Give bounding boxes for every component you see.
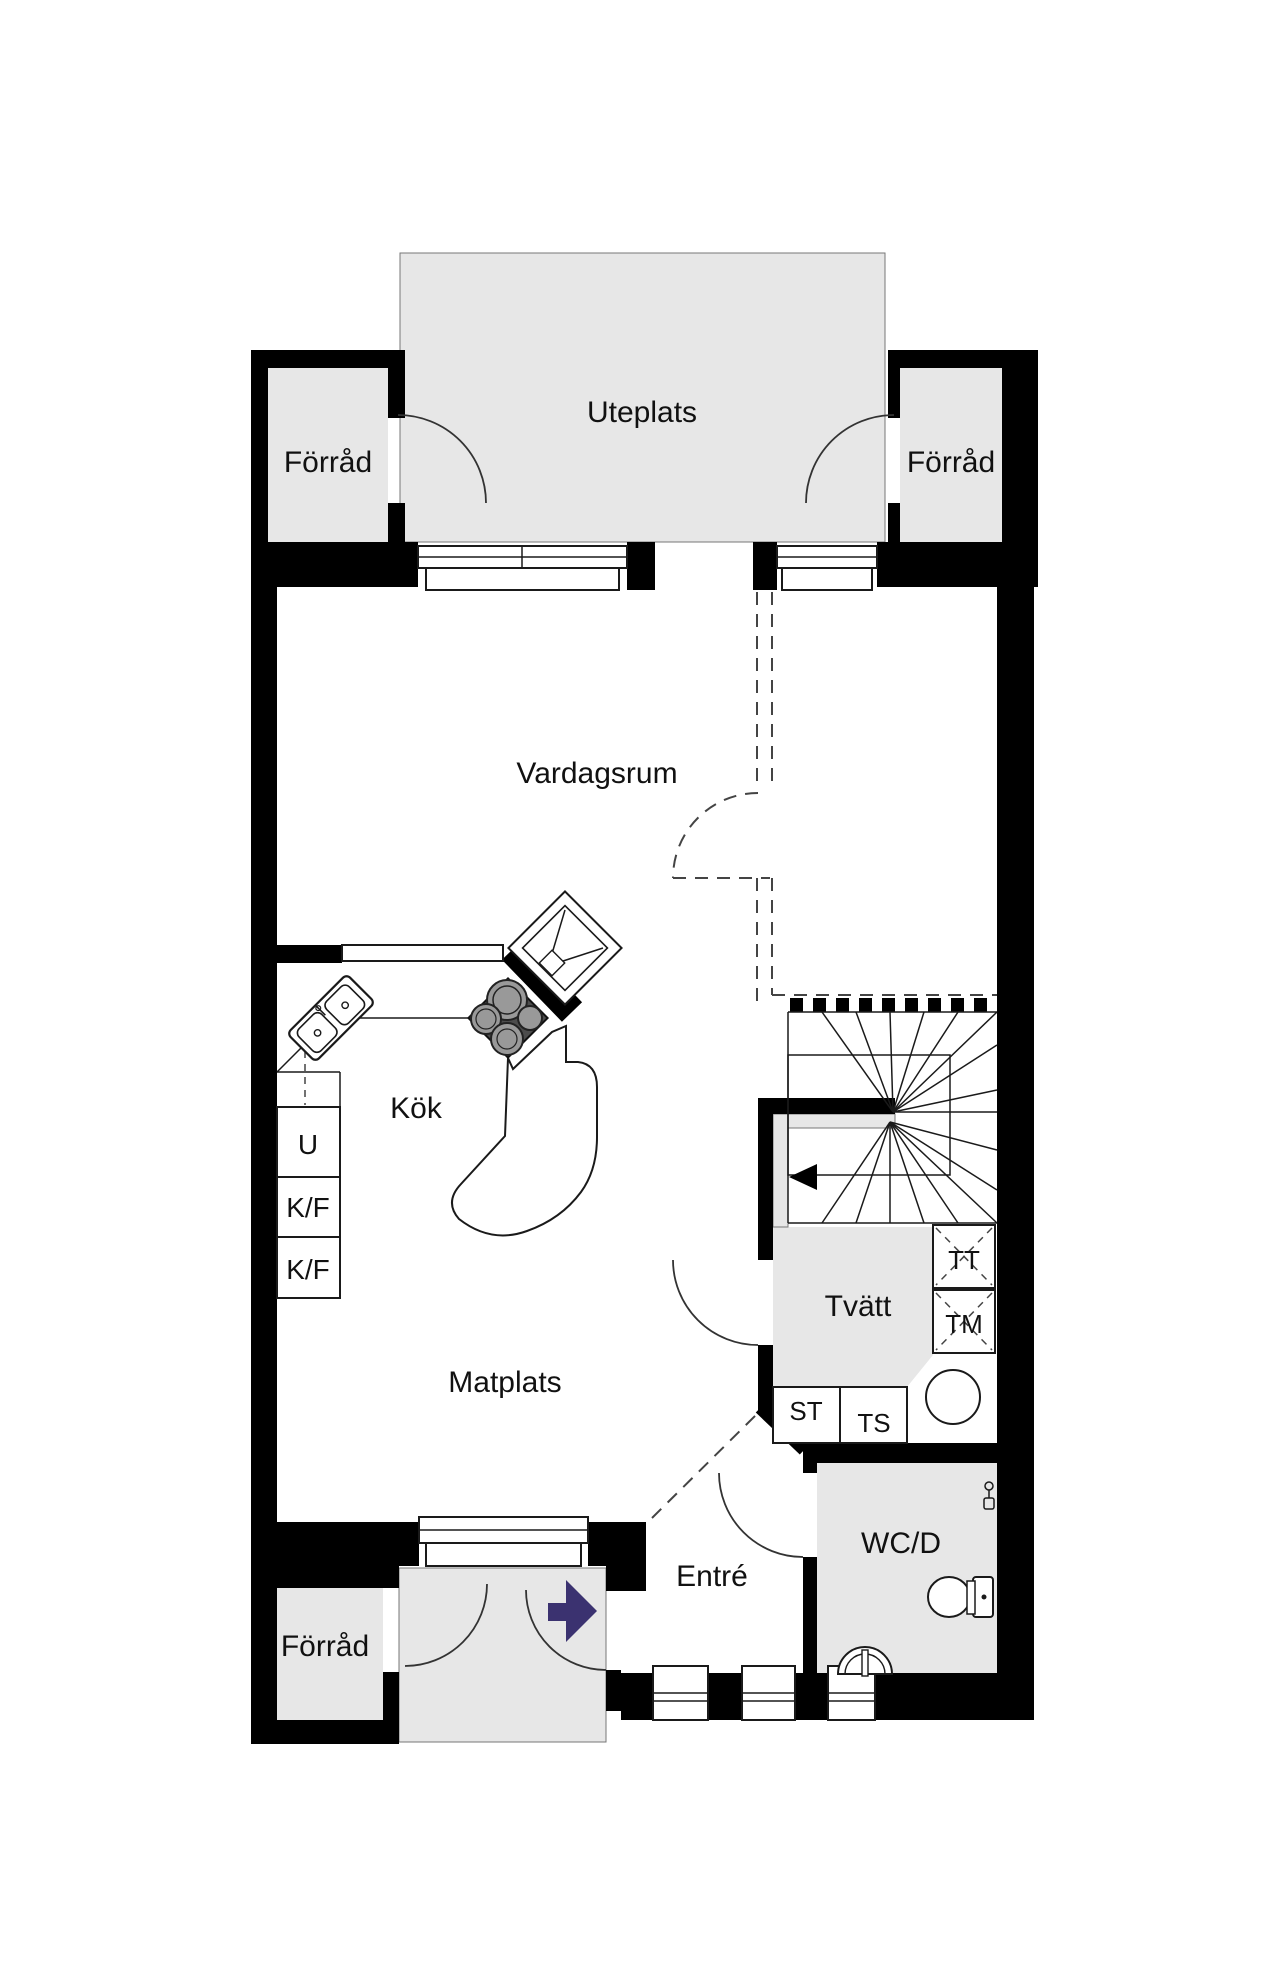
label-ts: TS bbox=[857, 1408, 890, 1438]
window-entre-2 bbox=[741, 1665, 796, 1721]
door-arc-entry bbox=[525, 1589, 607, 1671]
label-tvatt: Tvätt bbox=[825, 1290, 892, 1323]
label-tm: TM bbox=[945, 1309, 983, 1339]
dashed-partition bbox=[651, 592, 997, 1519]
stair-direction-arrow-icon bbox=[789, 1164, 817, 1190]
toilet-icon bbox=[927, 1576, 994, 1618]
kitchen bbox=[276, 890, 623, 1299]
cabinet-u bbox=[276, 1106, 341, 1178]
room-wcd bbox=[817, 1463, 997, 1673]
stairs-checker-strip bbox=[790, 998, 987, 1012]
door-arc-forrad-top-right bbox=[805, 414, 895, 504]
door-arc-forrad-bottom bbox=[404, 1583, 488, 1667]
gray-areas bbox=[268, 252, 1002, 1743]
stairs bbox=[787, 998, 998, 1224]
label-wcd: WC/D bbox=[861, 1527, 941, 1560]
bathroom bbox=[836, 1481, 995, 1677]
window-matplats bbox=[418, 1516, 589, 1567]
room-uteplats bbox=[399, 252, 886, 543]
fireplace-icon bbox=[507, 890, 623, 1006]
door-arc-forrad-top-left bbox=[397, 414, 487, 504]
dashed-entre-boundary bbox=[651, 1413, 758, 1519]
stair-treads-lower bbox=[821, 1121, 998, 1224]
label-forrad-top-left: Förråd bbox=[284, 446, 372, 479]
doors bbox=[397, 414, 895, 1671]
label-kf-lower: K/F bbox=[286, 1254, 330, 1285]
cabinet-kf-2 bbox=[276, 1236, 341, 1299]
dashed-door-arc bbox=[672, 792, 759, 879]
door-arc-wcd bbox=[718, 1472, 804, 1558]
stair-landing-strip-h bbox=[772, 1113, 896, 1129]
label-forrad-top-right: Förråd bbox=[907, 446, 995, 479]
label-forrad-bottom: Förråd bbox=[281, 1630, 369, 1663]
label-vardagsrum: Vardagsrum bbox=[516, 757, 677, 790]
door-arc-tvatt bbox=[672, 1259, 759, 1346]
walls bbox=[251, 350, 1038, 1744]
kitchen-island bbox=[451, 1024, 598, 1237]
windows bbox=[417, 545, 878, 1721]
room-forrad-bottom bbox=[271, 1588, 383, 1720]
washbasin-icon bbox=[836, 1646, 894, 1677]
labels: Uteplats Förråd Förråd Vardagsrum Kök Ma… bbox=[281, 396, 995, 1663]
label-st: ST bbox=[789, 1396, 822, 1426]
stair-landing-strip-v bbox=[772, 1113, 789, 1228]
window-uteplats-right bbox=[776, 545, 878, 591]
cabinet-ts bbox=[839, 1386, 908, 1444]
label-kok: Kök bbox=[390, 1092, 443, 1125]
laundry bbox=[772, 1224, 996, 1444]
label-kf-upper: K/F bbox=[286, 1192, 330, 1223]
stove-icon bbox=[466, 976, 550, 1060]
water-heater-icon bbox=[925, 1369, 981, 1425]
label-matplats: Matplats bbox=[448, 1366, 561, 1399]
kitchen-half-wall bbox=[341, 944, 504, 962]
room-forrad-top-right bbox=[900, 368, 1002, 543]
sink-icon bbox=[288, 975, 374, 1061]
dryer-tt bbox=[932, 1224, 996, 1289]
label-u: U bbox=[298, 1129, 318, 1160]
label-tt: TT bbox=[948, 1245, 980, 1275]
stair-treads-upper bbox=[821, 1011, 998, 1113]
label-entre: Entré bbox=[676, 1560, 748, 1593]
entrance-arrow-icon bbox=[548, 1580, 597, 1642]
window-uteplats-left bbox=[417, 545, 628, 591]
washer-tm bbox=[932, 1289, 996, 1354]
label-uteplats: Uteplats bbox=[587, 396, 697, 429]
room-tvatt bbox=[773, 1227, 933, 1387]
shower-icon bbox=[983, 1481, 995, 1510]
window-entre-1 bbox=[652, 1665, 709, 1721]
room-forrad-top-left bbox=[268, 368, 388, 543]
